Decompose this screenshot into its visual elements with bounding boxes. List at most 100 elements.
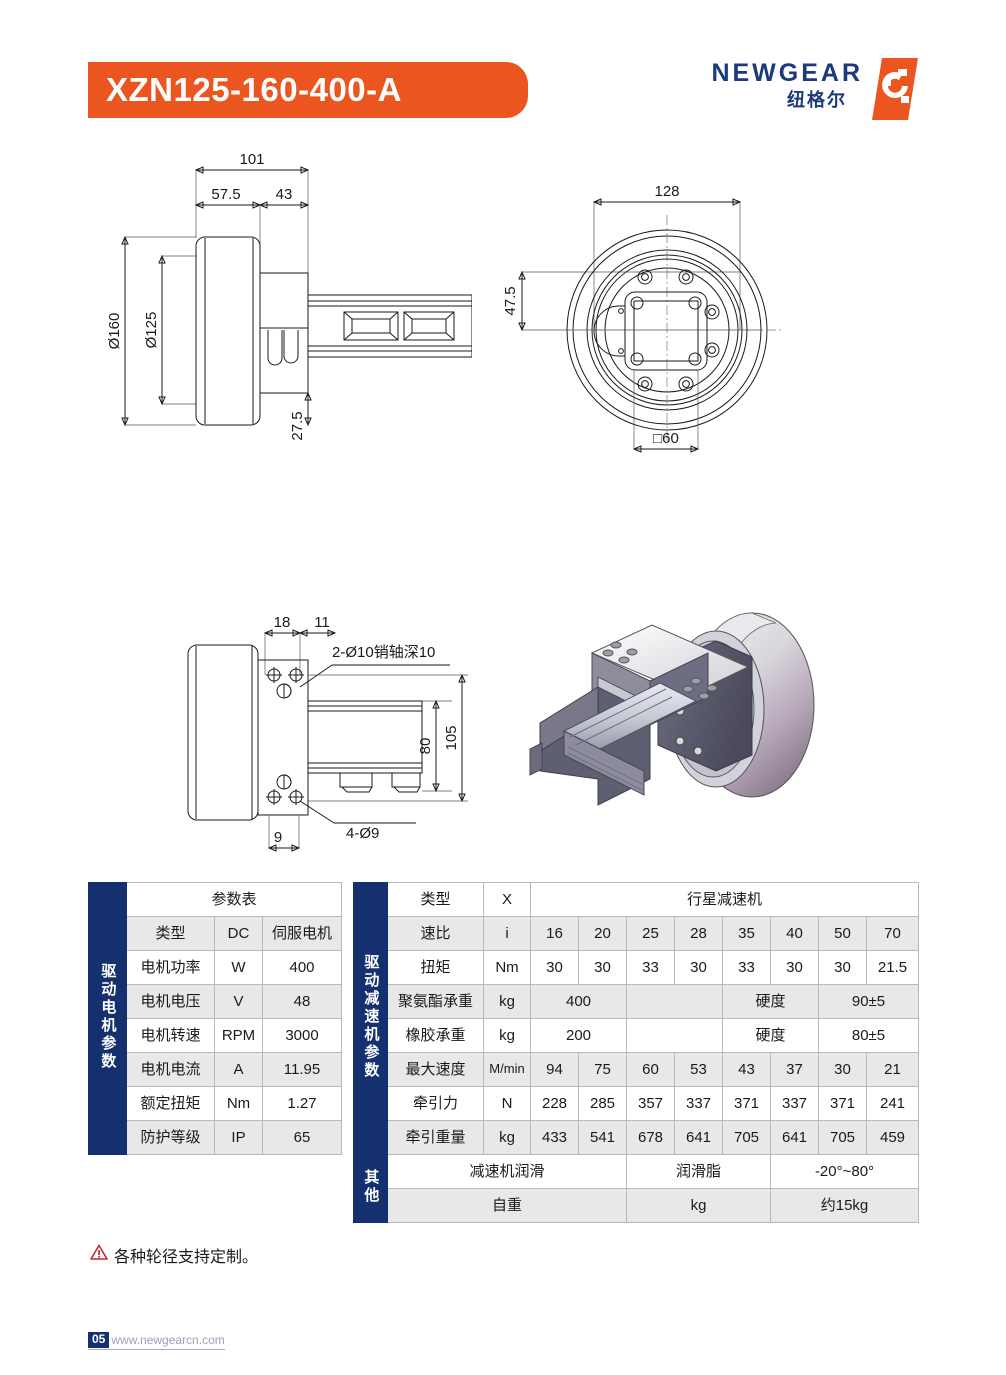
dim-outer-diameter: Ø160 [106,313,123,350]
label-pin-note: 2-Ø10销轴深10 [332,644,435,661]
cell-unit: A [214,1052,263,1087]
motor-parameter-table: 驱动电机参数 参数表 类型 DC 伺服电机 电机功率 W 400 电机电压 V … [88,882,343,1155]
dim-overall-length: 101 [239,151,264,168]
table-right-vertical-header-main: 驱动减速机参数 [353,882,388,1155]
table-left-title: 参数表 [125,882,343,917]
cell-unit: RPM [214,1018,263,1053]
logo-text-en: NEWGEAR [711,59,863,87]
dim-front-width: 128 [654,183,679,200]
dim-plate-a: 18 [274,614,291,631]
dim-motor-offset: 43 [276,186,293,203]
cell-label: 牵引重量 [387,1120,484,1155]
logo-text-cn: 纽格尔 [787,90,847,110]
cell-unit: kg [483,1120,531,1155]
cell-value: 33 [722,950,771,985]
cell-value: 371 [722,1086,771,1121]
cell-value: 641 [770,1120,819,1155]
cell-label: 聚氨酯承重 [387,984,484,1019]
warning-triangle-icon [90,1244,108,1266]
cell-value: 33 [626,950,675,985]
cell-label: 扭矩 [387,950,484,985]
cell-value: 21.5 [865,950,920,985]
label-hole-note: 4-Ø9 [346,825,379,842]
cell-value: 371 [818,1086,867,1121]
cell-value: 60 [626,1052,675,1087]
cell-hardness-value: 80±5 [817,1018,920,1053]
cell-value: 25 [626,916,675,951]
drawing-side-view-bottom: 18 11 2-Ø10销轴深10 4-Ø9 80 [160,605,500,875]
cell-value: 241 [865,1086,920,1121]
cell-hardness-label: 硬度 [722,1018,819,1053]
cell-unit: IP [214,1120,263,1155]
cell-lube-label: 减速机润滑 [387,1154,627,1189]
cell-label: 牵引力 [387,1086,484,1121]
gear-mark-icon [872,58,918,125]
cell-hardness-value: 90±5 [817,984,920,1019]
customization-note: 各种轮径支持定制。 [90,1243,258,1267]
cell-value: 20 [578,916,627,951]
cell-value: 285 [578,1086,627,1121]
table-row: 额定扭矩 Nm 1.27 [89,1086,343,1121]
cell-unit: N [483,1086,531,1121]
cell-unit: V [214,984,263,1019]
cell-lube-temp: -20°~80° [769,1154,920,1189]
cell-label: 速比 [387,916,484,951]
newgear-logo: NEWGEAR 纽格尔 [711,57,918,120]
isometric-render [520,575,870,870]
table-row: 驱动减速机参数 类型 X 行星减速机 [353,882,920,1155]
table-row: 聚氨酯承重 kg 400 硬度 90±5 [354,984,920,1019]
table-row: 电机电压 V 48 [89,984,343,1019]
cell-value: 65 [261,1120,343,1155]
dim-plate-c: 9 [274,829,282,846]
table-row: 牵引重量 kg 433 541 678 641 705 641 705 459 [354,1120,920,1155]
cell-unit: kg [483,1018,531,1053]
table-row: 驱动电机参数 参数表 [88,882,343,1155]
cell-value: 357 [626,1086,675,1121]
note-text: 各种轮径支持定制。 [114,1249,259,1266]
dim-wheel-width: 57.5 [211,186,240,203]
cell-unit: kg [483,984,531,1019]
cell-value: 1.27 [261,1086,343,1121]
table-row: 类型 DC 伺服电机 [89,916,343,951]
page-footer: 05 www.newgearcn.com [88,1332,225,1351]
cell-unit: Nm [483,950,531,985]
table-row: 电机电流 A 11.95 [89,1052,343,1087]
cell-value: 28 [674,916,723,951]
cell-value: 37 [770,1052,819,1087]
cell-value: 30 [818,1052,867,1087]
cell-label: 电机功率 [126,950,215,985]
cell-weight-label: 自重 [387,1188,627,1223]
dim-square-boss: □60 [653,430,679,447]
dim-plate-height: 105 [443,725,460,750]
dim-plate-b: 11 [314,614,330,631]
table-row: 电机转速 RPM 3000 [89,1018,343,1053]
cell-value: 70 [865,916,920,951]
cell-label: 电机电流 [126,1052,215,1087]
cell-label: 防护等级 [126,1120,215,1155]
dim-front-height-offset: 47.5 [502,286,519,315]
cell-lube-medium: 润滑脂 [626,1154,771,1189]
dim-bore-height: 80 [417,738,434,755]
cell-empty [626,984,723,1019]
drawing-side-view-top: 101 57.5 43 Ø160 Ø125 27.5 [92,140,473,485]
cell-value: 94 [530,1052,579,1087]
cell-type-value: 伺服电机 [261,916,343,951]
cell-value: 3000 [261,1018,343,1053]
cell-weight-value: 约15kg [769,1188,920,1223]
cell-value: 200 [530,1018,627,1053]
cell-value: 50 [818,916,867,951]
cell-type-label: 类型 [387,882,484,917]
dim-shaft-drop: 27.5 [289,411,306,440]
table-row: 扭矩 Nm 30 30 33 30 33 30 30 21.5 [354,950,920,985]
cell-value: 641 [674,1120,723,1155]
table-row: 其他 减速机润滑 润滑脂 -20°~80° [353,1154,920,1223]
cell-hardness-label: 硬度 [722,984,819,1019]
cell-value: 48 [261,984,343,1019]
cell-empty [626,1018,723,1053]
cell-value: 459 [865,1120,920,1155]
table-row: 防护等级 IP 65 [89,1120,343,1155]
table-row: 牵引力 N 228 285 357 337 371 337 371 241 [354,1086,920,1121]
table-row: 速比 i 16 20 25 28 35 40 50 70 [354,916,920,951]
cell-value: 337 [674,1086,723,1121]
cell-value: 53 [674,1052,723,1087]
